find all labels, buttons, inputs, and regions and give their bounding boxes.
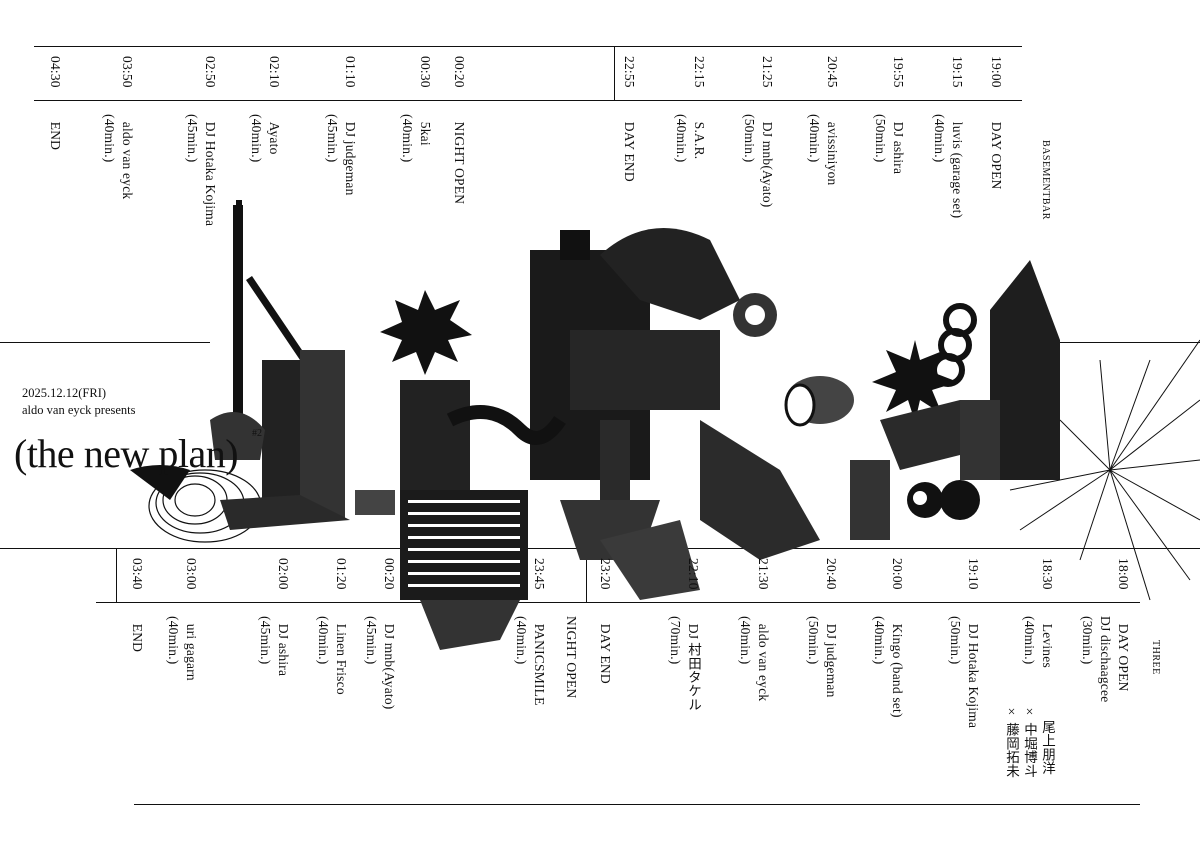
event-date: 2025.12.12(FRI): [22, 386, 107, 400]
bb-slot: 22:55DAY END: [622, 56, 637, 182]
bb-slot-dur: (50min.): [742, 114, 757, 163]
bb-slot-dur: (40min.): [674, 114, 689, 163]
three-slot: 21:30aldo van eyck: [756, 558, 771, 702]
three-slot: 19:10DJ Hotaka Kojima: [966, 558, 981, 729]
three-slot-dur: (40min.): [514, 616, 529, 665]
three-slot-dur: (45min.): [364, 616, 379, 665]
bb-slot-dur: (40min.): [249, 114, 264, 163]
three-slot-dur: (40min.): [166, 616, 181, 665]
bb-slot: 02:50DJ Hotaka Kojima: [203, 56, 218, 227]
top-divider-vert: [614, 46, 615, 101]
starburst-icon: [380, 290, 472, 375]
bb-slot: 00:20NIGHT OPEN: [452, 56, 467, 205]
bb-slot-dur: (40min.): [932, 114, 947, 163]
bottom-divider-vert-2: [586, 548, 587, 603]
three-slot-jp: 尾上朋洋: [1040, 720, 1055, 775]
bb-slot: 02:10Ayato: [267, 56, 282, 155]
bb-slot: 20:45avissiniyon: [825, 56, 840, 186]
bb-slot: 22:15S.A.R.: [692, 56, 707, 160]
bb-slot: 19:15luvis (garage set): [950, 56, 965, 219]
bb-slot-dur: (50min.): [873, 114, 888, 163]
three-slot: 00:20DJ mnb(Ayato): [382, 558, 397, 710]
bb-slot-dur: (45min.): [325, 114, 340, 163]
three-slot-dur: (40min.): [872, 616, 887, 665]
bb-slot: 19:00DAY OPEN: [989, 56, 1004, 190]
three-slot-jp: × 藤岡拓未: [1004, 704, 1019, 778]
top-divider: [34, 100, 614, 101]
three-slot: 01:20Linen Frisco: [334, 558, 349, 695]
bb-slot: 04:30END: [48, 56, 63, 151]
mid-rule-right: [1060, 342, 1200, 343]
bb-slot: 01:10DJ judgeman: [343, 56, 358, 196]
three-slot-dur: (40min.): [738, 616, 753, 665]
three-slot: 23:45PANICSMILE: [532, 558, 547, 706]
three-slot-jp: × 中堀博斗: [1022, 704, 1037, 778]
three-slot: 18:00DAY OPEN: [1116, 558, 1131, 692]
top-rule: [34, 46, 1022, 47]
three-slot: 18:30Levines: [1040, 558, 1055, 668]
three-slot-dur: (40min.): [1022, 616, 1037, 665]
three-slot-dur: (30min.): [1080, 616, 1095, 665]
three-slot-dur: DJ dischaagcee: [1098, 616, 1113, 703]
three-slot-dur: (40min.): [316, 616, 331, 665]
bb-slot: 19:55DJ ashira: [891, 56, 906, 175]
bottom-rule-2: [96, 602, 1140, 603]
venue-top: BASEMENTBAR: [1040, 140, 1051, 220]
footer-rule: [134, 804, 1140, 805]
bb-slot: 03:50aldo van eyck: [120, 56, 135, 200]
three-slot: 22:10DJ 村田タケル: [686, 558, 701, 712]
bb-slot: 00:305kai: [418, 56, 433, 146]
venue-bottom: THREE: [1150, 640, 1161, 675]
three-slot: 20:00Kingo (band set): [890, 558, 905, 718]
mid-rule-left: [0, 342, 210, 343]
bb-slot-dur: (40min.): [400, 114, 415, 163]
three-slot-dur: (50min.): [806, 616, 821, 665]
bb-slot-dur: (40min.): [807, 114, 822, 163]
three-slot: NIGHT OPEN: [564, 616, 579, 699]
event-edition: #2: [252, 428, 262, 439]
bottom-divider-vert: [116, 548, 117, 603]
crane-icon: [233, 200, 345, 520]
building-icon: [400, 380, 470, 500]
three-slot: 03:00uri gagarn: [184, 558, 199, 681]
three-slot: 02:00DJ ashira: [276, 558, 291, 677]
event-title: (the new plan): [14, 431, 239, 476]
bb-slot-dur: (40min.): [102, 114, 117, 163]
three-slot-dur: (45min.): [258, 616, 273, 665]
event-presenter: aldo van eyck presents: [22, 403, 136, 417]
bb-slot-dur: (45min.): [185, 114, 200, 163]
three-slot: 03:40END: [130, 558, 145, 653]
three-slot: 20:40DJ judgeman: [824, 558, 839, 698]
three-slot: 23:20DAY END: [598, 558, 613, 684]
three-slot-dur: (50min.): [948, 616, 963, 665]
three-slot-dur: (70min.): [668, 616, 683, 665]
bb-slot: 21:25DJ mnb(Ayato): [760, 56, 775, 208]
